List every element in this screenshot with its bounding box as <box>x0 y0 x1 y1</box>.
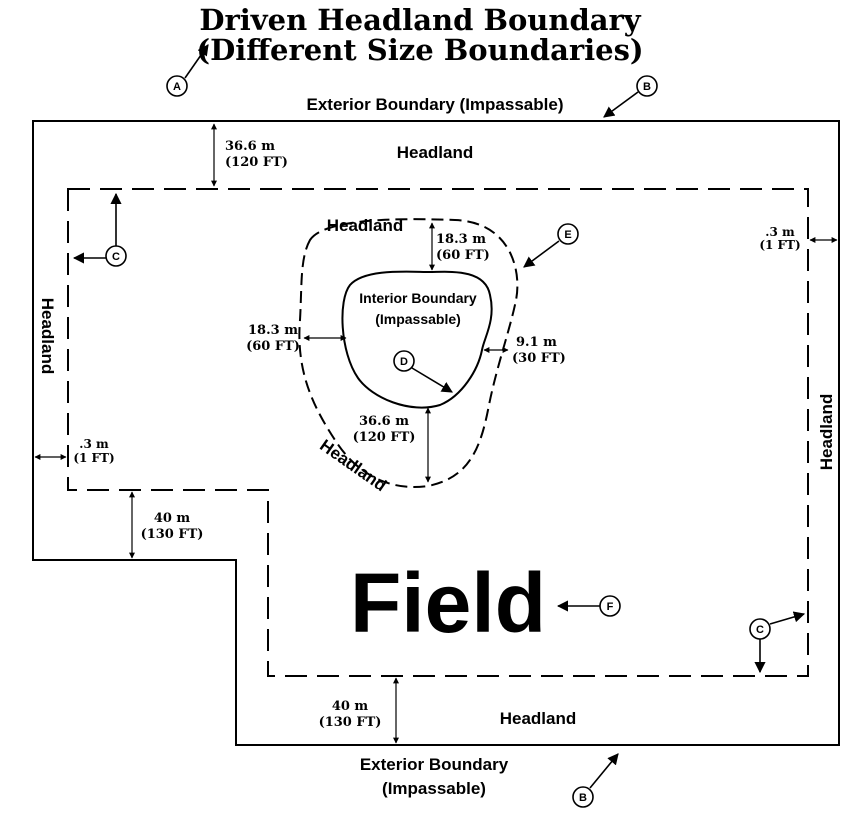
field-label: Field <box>350 556 546 650</box>
dim-int-top-m: 18.3 m <box>436 232 486 247</box>
dim-notch-ft: (130 FT) <box>141 527 204 542</box>
dim-top-ft: (120 FT) <box>225 155 288 170</box>
dim-bottom-ft: (130 FT) <box>319 715 382 730</box>
callout-b-bottom-letter: B <box>579 792 587 804</box>
callout-b-top-circle <box>636 75 658 97</box>
dim-right-m: .3 m <box>765 225 795 239</box>
interior-headland-boundary <box>298 218 519 489</box>
dim-int-top-ft: (60 FT) <box>436 248 490 263</box>
dim-notch-m: 40 m <box>154 511 191 526</box>
callout-a-arrow <box>184 44 209 79</box>
callout-b-bottom-arrow <box>589 753 619 789</box>
callout-d-letter: D <box>400 356 408 368</box>
callout-a-letter: A <box>173 81 181 93</box>
exterior-boundary-bottom-label-1: Exterior Boundary <box>360 755 509 774</box>
exterior-boundary-bottom-label-2: (Impassable) <box>382 779 486 798</box>
callout-a-circle <box>166 75 188 97</box>
exterior-boundary-top-label: Exterior Boundary (Impassable) <box>307 95 564 114</box>
callout-f-letter: F <box>607 601 614 613</box>
dim-int-left-m: 18.3 m <box>248 323 298 338</box>
callout-c-right-letter: C <box>756 624 764 636</box>
headland-label-left: Headland <box>38 298 57 375</box>
callout-e-arrow <box>523 240 560 268</box>
callout-b-bottom-circle <box>572 786 594 808</box>
headland-label-right: Headland <box>817 394 836 471</box>
dim-left-m: .3 m <box>79 437 109 451</box>
dim-int-bottom-m: 36.6 m <box>359 414 409 429</box>
interior-boundary-label-2: (Impassable) <box>375 311 461 327</box>
dim-bottom-m: 40 m <box>332 699 369 714</box>
headland-label-top: Headland <box>397 143 474 162</box>
callout-c-left-letter: C <box>112 251 120 263</box>
headland-label-interior-top: Headland <box>327 216 404 235</box>
exterior-boundary <box>32 120 840 746</box>
dim-int-left-ft: (60 FT) <box>246 339 300 354</box>
dim-top-m: 36.6 m <box>225 139 275 154</box>
callout-d-arrow <box>411 367 453 393</box>
callout-d-circle <box>393 350 415 372</box>
headland-boundary <box>67 188 809 677</box>
callout-b-top-arrow <box>603 91 639 118</box>
dim-int-bottom-ft: (120 FT) <box>353 430 416 445</box>
title-line-2: (Different Size Boundaries) <box>196 33 643 67</box>
interior-boundary-label-1: Interior Boundary <box>359 290 477 306</box>
interior-boundary <box>341 270 493 409</box>
callout-e-letter: E <box>564 229 571 241</box>
dim-left-ft: (1 FT) <box>73 451 114 465</box>
dim-int-right-m: 9.1 m <box>516 335 557 350</box>
callout-c-right-arrow-right <box>769 611 806 625</box>
headland-label-bottom: Headland <box>500 709 577 728</box>
dim-int-right-ft: (30 FT) <box>512 351 566 366</box>
callout-b-top-letter: B <box>643 81 651 93</box>
callout-e-circle <box>557 223 579 245</box>
title-line-1: Driven Headland Boundary <box>199 3 641 37</box>
dim-right-ft: (1 FT) <box>759 238 800 252</box>
